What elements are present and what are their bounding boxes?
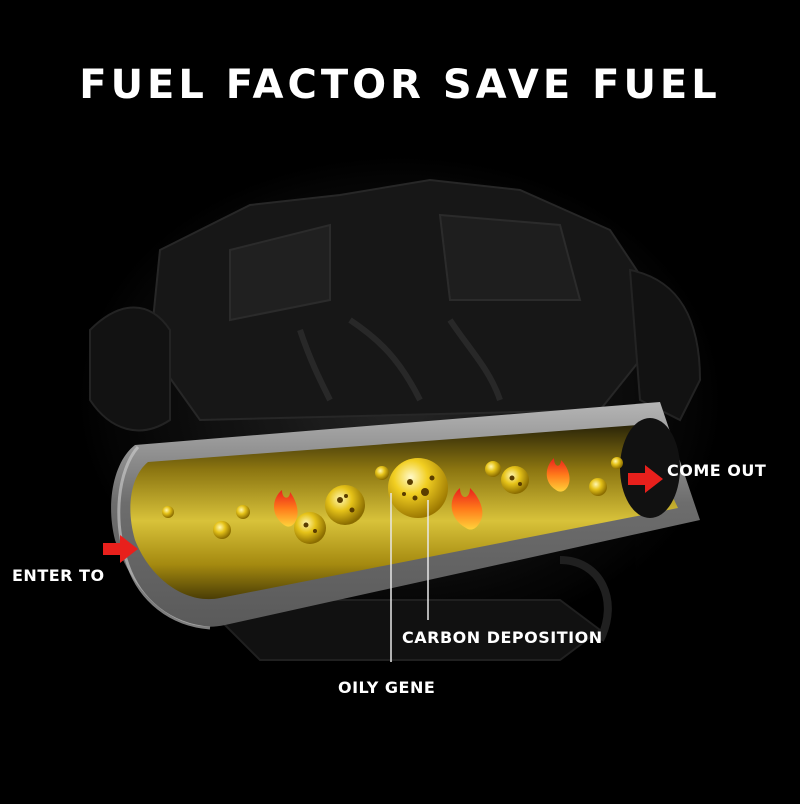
pipe-opening xyxy=(620,418,680,518)
exit-label: COME OUT xyxy=(667,461,767,480)
carbon-specks xyxy=(303,475,522,533)
fuel-droplet xyxy=(501,466,529,494)
carbon-deposition-label: CARBON DEPOSITION xyxy=(402,628,603,647)
arrow-right-icon xyxy=(628,465,663,493)
fuel-droplet xyxy=(236,505,250,519)
oily-gene-label: OILY GENE xyxy=(338,678,436,697)
fuel-droplet-large xyxy=(388,458,448,518)
fuel-droplet xyxy=(611,457,623,469)
fuel-droplet xyxy=(213,521,231,539)
flame-icons xyxy=(274,458,570,530)
fuel-droplets xyxy=(162,457,623,544)
page-title: FUEL FACTOR SAVE FUEL xyxy=(79,62,721,108)
fuel-droplet xyxy=(325,485,365,525)
fuel-droplet xyxy=(294,512,326,544)
enter-label: ENTER TO xyxy=(12,566,105,585)
flame-icon xyxy=(546,458,570,492)
arrow-right-icon xyxy=(103,535,138,563)
fuel-droplet xyxy=(375,466,389,480)
flame-icon xyxy=(451,488,483,530)
fuel-droplet xyxy=(589,478,607,496)
fuel-droplet xyxy=(162,506,174,518)
flame-icon xyxy=(274,490,298,527)
fuel-droplet xyxy=(485,461,501,477)
